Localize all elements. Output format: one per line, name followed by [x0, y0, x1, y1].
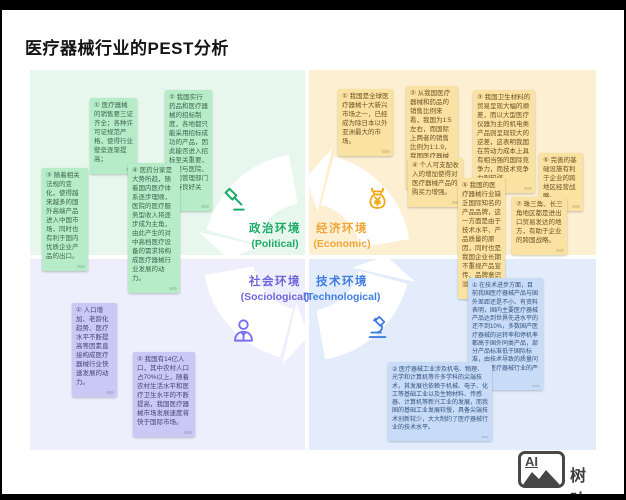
sticky-note[interactable]: ① 医疗器械的销售要三证齐全；各种许可证规范严格，使得行业壁垒逐渐提高； [90, 98, 137, 174]
person-icon [230, 317, 257, 344]
label-political: 政治环境 (Political) [249, 223, 301, 250]
cycle-arrows-ring [198, 148, 416, 366]
sticky-note[interactable]: ② 我国有14亿人口，其中农村人口占70%以上，随着农村生活水平和医疗卫生水平的… [133, 352, 195, 437]
microscope-icon [364, 314, 391, 341]
gavel-icon [220, 186, 247, 213]
label-social: 社会环境 (Sociological) [240, 276, 310, 303]
sticky-note[interactable]: ① 在技术进步方面，目前我国医疗器械产品与国外差距还是不小、有资料表明，国内主要… [468, 278, 543, 391]
label-technological: 技术环境 (Technological) [303, 276, 381, 303]
sticky-note[interactable]: ④ 个人可支配收入的增加使得对医疗器械产品的购买力增强。 [408, 158, 463, 207]
sticky-note[interactable]: ① 我国是全球医疗器械十大新兴市场之一，已经成为除日本以外亚洲最大的市场。 [338, 89, 393, 156]
money-bag-icon [364, 186, 391, 213]
sticky-note[interactable]: ④ 医药分家是大势所趋，随着国内医疗体系逐步理顺，医院的医疗服务型收入将逐步成为… [128, 163, 180, 293]
mountain-glyph [522, 470, 561, 485]
whiteboard-canvas[interactable]: 医疗器械行业的PEST分析 政治环境 (Political) 经济环境 (Eco… [2, 10, 624, 494]
sticky-note[interactable]: ⑦ 珠三角、长三角地区都是进出口贸易发达的地方，有助于企业的跨国战略。 [512, 197, 567, 255]
ai-image-logo-icon: AI [518, 451, 565, 488]
sticky-note[interactable]: ③ 随着相关法规的变化，使得越来越多的国外高端产品进入中国市场，同时也有利于国内… [42, 168, 88, 271]
page-title: 医疗器械行业的PEST分析 [25, 39, 229, 58]
sticky-note[interactable]: ③ 我国卫生材料的贸易呈现大幅的顺差，而以大型医疗仪器为主的机电类产品则呈现较大… [473, 90, 535, 193]
sticky-note[interactable]: ① 人口增加、老龄化趋势、医疗水平不断提高等因素直接构成医疗器械行业快速发展的动… [72, 303, 117, 397]
sticky-note[interactable]: ② 我国实行药品和医疗器械的招标制度，各地都只能采用招标成功的产品，因此能否进入… [165, 90, 212, 211]
label-economic: 经济环境 (Economic) [313, 223, 371, 250]
brand-name: 树叶云 [570, 468, 587, 494]
sticky-note[interactable]: ② 医疗器械工业涉及机电、物理、光学和计算机等许多学科的尖端技术，其发展也依赖于… [388, 362, 492, 442]
